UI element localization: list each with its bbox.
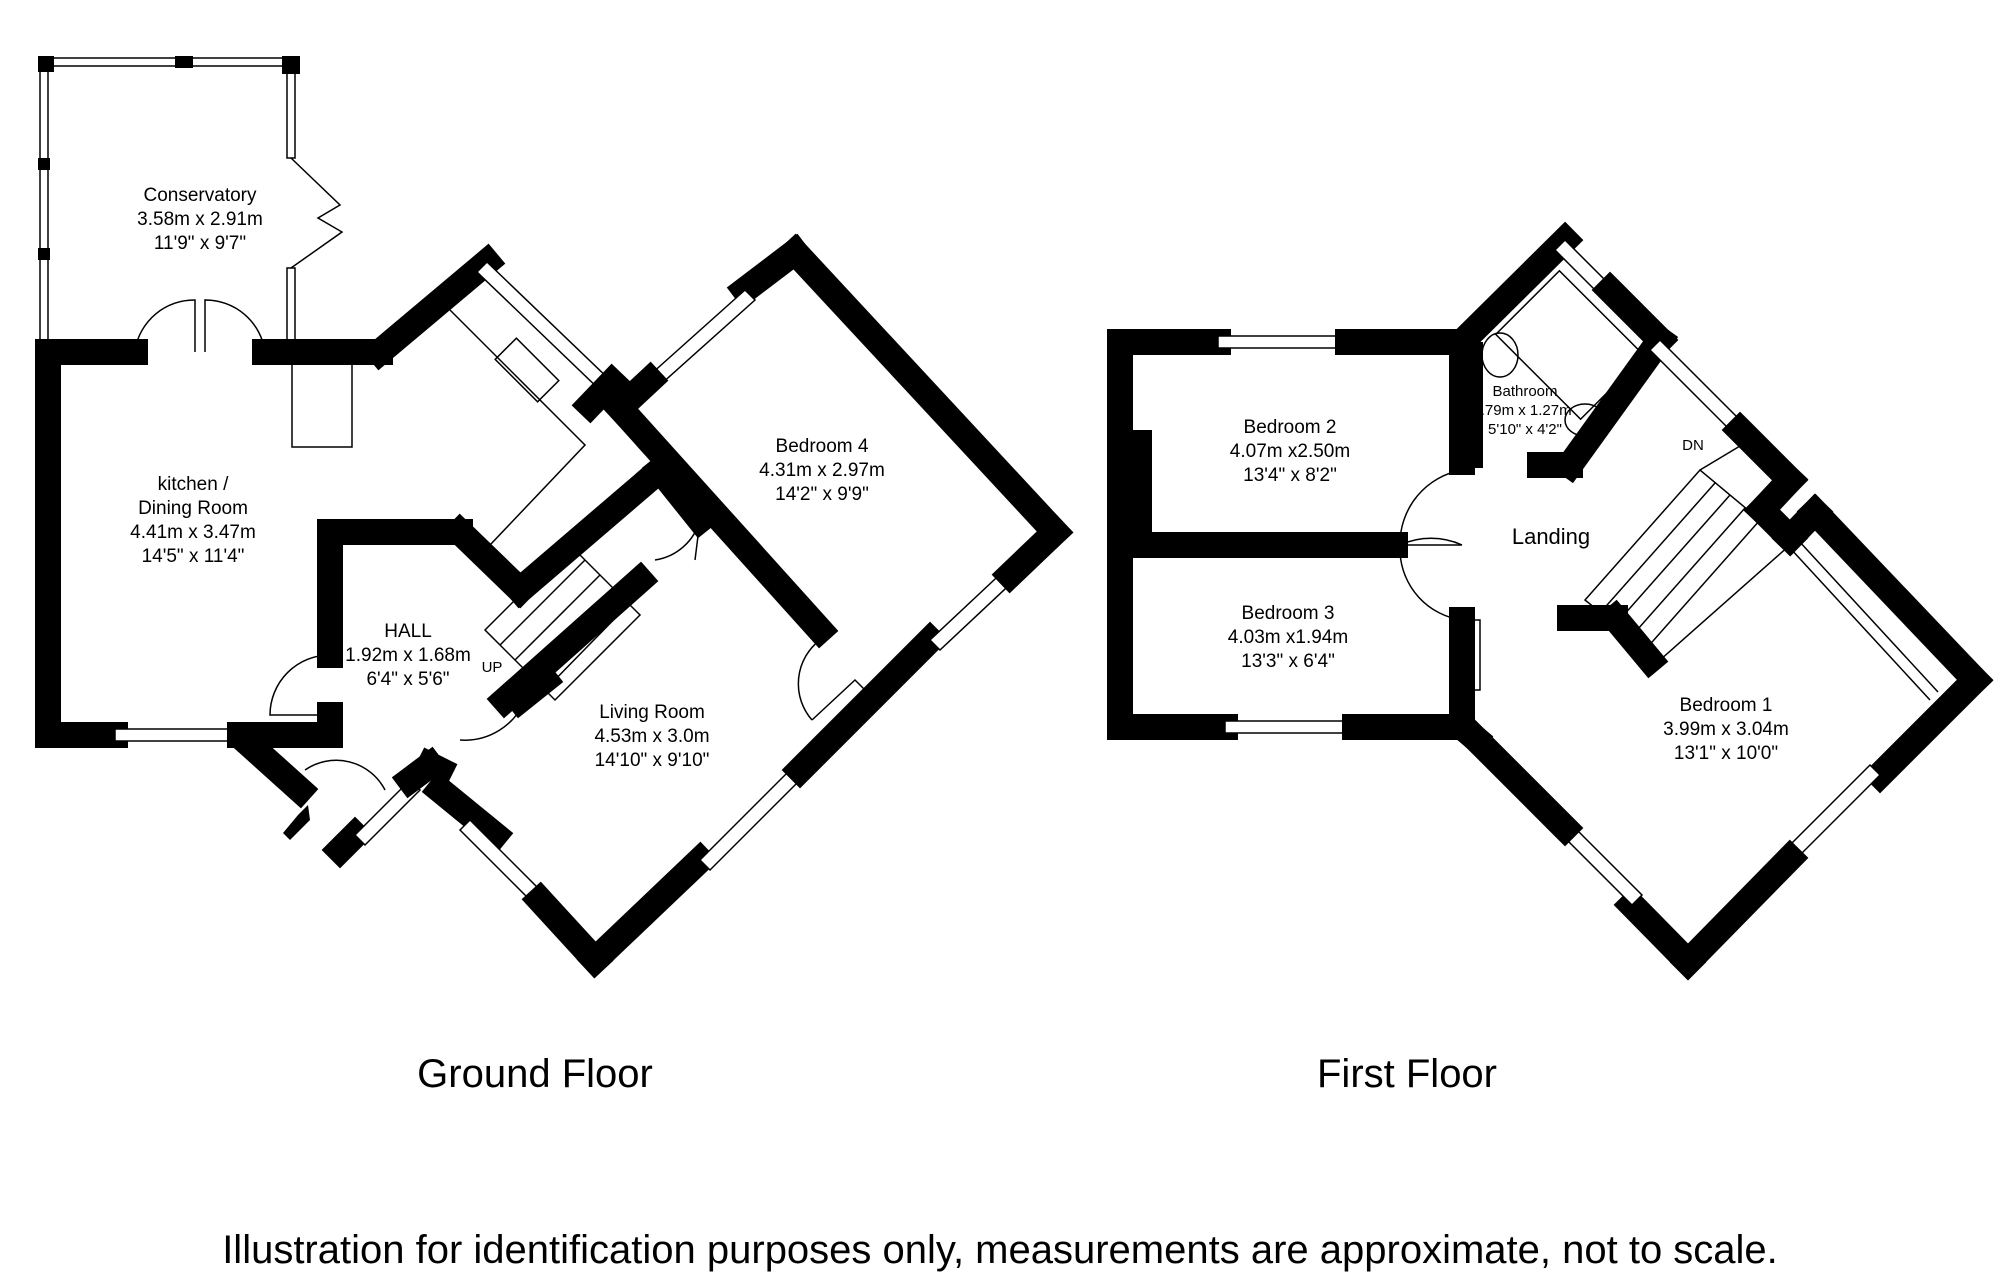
svg-text:14'10" x 9'10": 14'10" x 9'10" bbox=[595, 750, 710, 771]
ground-stairs bbox=[483, 543, 659, 719]
conservatory-walls bbox=[38, 56, 344, 359]
svg-text:13'4" x 8'2": 13'4" x 8'2" bbox=[1243, 465, 1337, 486]
svg-text:Bedroom 2: Bedroom 2 bbox=[1244, 417, 1337, 438]
bedroom4-label: Bedroom 4 4.31m x 2.97m 14'2" x 9'9" bbox=[759, 436, 885, 505]
svg-text:Bathroom: Bathroom bbox=[1492, 383, 1557, 400]
svg-text:6'4" x 5'6": 6'4" x 5'6" bbox=[366, 669, 449, 690]
living-bedroom4-walls bbox=[412, 233, 1074, 979]
svg-text:4.41m x 3.47m: 4.41m x 3.47m bbox=[130, 522, 256, 543]
svg-text:3.99m x 3.04m: 3.99m x 3.04m bbox=[1663, 719, 1789, 740]
kitchen-walls bbox=[35, 243, 631, 748]
svg-text:4.53m x 3.0m: 4.53m x 3.0m bbox=[594, 726, 709, 747]
landing-walls bbox=[1443, 338, 1994, 981]
ground-floor-title: Ground Floor bbox=[417, 1052, 653, 1096]
svg-text:Bedroom 4: Bedroom 4 bbox=[776, 436, 869, 457]
svg-text:13'1" x 10'0": 13'1" x 10'0" bbox=[1674, 743, 1778, 764]
bedroom1-label: Bedroom 1 3.99m x 3.04m 13'1" x 10'0" bbox=[1663, 695, 1789, 764]
ground-floor-plan: Conservatory 3.58m x 2.91m 11'9" x 9'7" … bbox=[35, 56, 1074, 979]
kitchen-label: kitchen / Dining Room 4.41m x 3.47m 14'5… bbox=[130, 474, 256, 567]
bathroom-label: Bathroom 1.79m x 1.27m 5'10" x 4'2" bbox=[1472, 383, 1571, 438]
hall-label: HALL 1.92m x 1.68m 6'4" x 5'6" bbox=[345, 621, 471, 690]
svg-text:3.58m x 2.91m: 3.58m x 2.91m bbox=[137, 209, 263, 230]
svg-text:Living Room: Living Room bbox=[599, 702, 705, 723]
living-room-label: Living Room 4.53m x 3.0m 14'10" x 9'10" bbox=[594, 702, 709, 771]
stairs-down-label: DN bbox=[1682, 437, 1704, 454]
bedroom2-label: Bedroom 2 4.07m x2.50m 13'4" x 8'2" bbox=[1230, 417, 1350, 486]
svg-text:5'10" x 4'2": 5'10" x 4'2" bbox=[1488, 421, 1562, 438]
svg-text:11'9" x 9'7": 11'9" x 9'7" bbox=[154, 233, 246, 254]
svg-text:Bedroom 3: Bedroom 3 bbox=[1242, 603, 1335, 624]
svg-text:14'5" x 11'4": 14'5" x 11'4" bbox=[142, 546, 245, 567]
disclaimer-text: Illustration for identification purposes… bbox=[222, 1228, 1778, 1272]
entrance-arrow-icon bbox=[283, 805, 310, 840]
first-floor-plan: Bedroom 2 4.07m x2.50m 13'4" x 8'2" Bedr… bbox=[1107, 221, 1994, 981]
svg-text:14'2" x 9'9": 14'2" x 9'9" bbox=[775, 484, 869, 505]
svg-text:Conservatory: Conservatory bbox=[144, 185, 257, 206]
svg-text:kitchen /: kitchen / bbox=[158, 474, 229, 495]
stairs-up-label: UP bbox=[482, 659, 503, 676]
svg-text:HALL: HALL bbox=[384, 621, 432, 642]
svg-text:Dining Room: Dining Room bbox=[138, 498, 248, 519]
bathroom-walls bbox=[1443, 221, 1679, 484]
first-floor-title: First Floor bbox=[1317, 1052, 1497, 1096]
svg-text:Bedroom 1: Bedroom 1 bbox=[1680, 695, 1773, 716]
bedroom2-3-walls bbox=[1107, 329, 1481, 740]
bedroom3-label: Bedroom 3 4.03m x1.94m 13'3" x 6'4" bbox=[1228, 603, 1348, 672]
landing-label: Landing bbox=[1512, 524, 1590, 549]
svg-text:4.07m x2.50m: 4.07m x2.50m bbox=[1230, 441, 1350, 462]
svg-text:4.03m x1.94m: 4.03m x1.94m bbox=[1228, 627, 1348, 648]
conservatory-label: Conservatory 3.58m x 2.91m 11'9" x 9'7" bbox=[137, 185, 263, 254]
svg-text:13'3" x 6'4": 13'3" x 6'4" bbox=[1241, 651, 1335, 672]
svg-text:1.79m x 1.27m: 1.79m x 1.27m bbox=[1472, 402, 1571, 419]
svg-text:4.31m x 2.97m: 4.31m x 2.97m bbox=[759, 460, 885, 481]
svg-text:1.92m x 1.68m: 1.92m x 1.68m bbox=[345, 645, 471, 666]
